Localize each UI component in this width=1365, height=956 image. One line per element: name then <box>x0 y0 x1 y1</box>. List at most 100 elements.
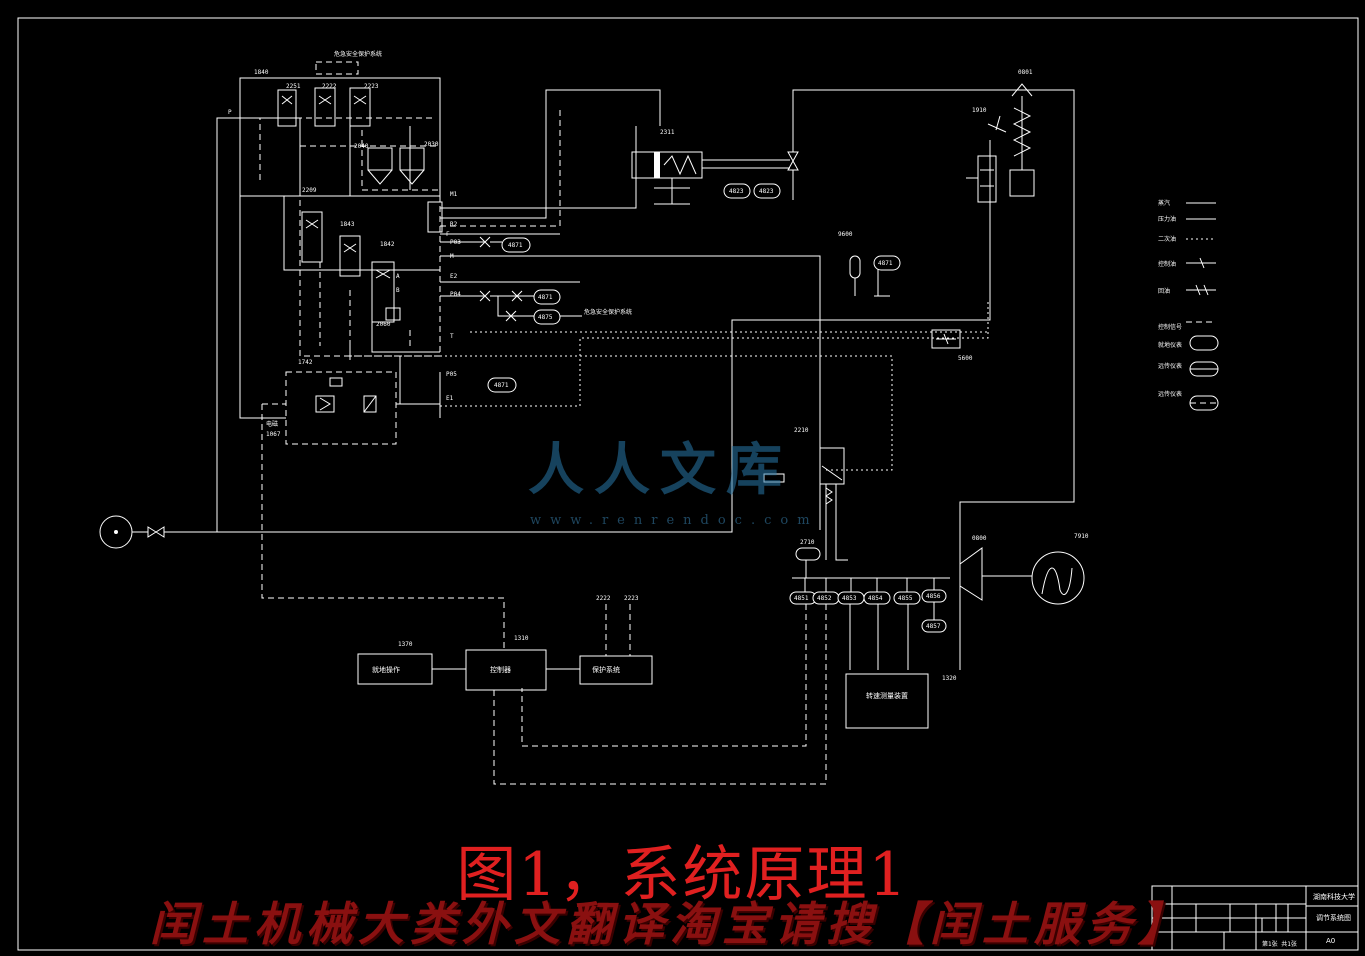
box-protect: 保护系统 <box>592 665 620 674</box>
legend-lines <box>1186 202 1219 411</box>
valve-block-1840 <box>239 61 441 197</box>
label-1843: 1843 <box>340 221 355 228</box>
valve-block-2209 <box>283 195 441 360</box>
port-P05: P05 <box>446 371 457 378</box>
box-speed: 转速测量装置 <box>866 691 908 700</box>
label-2710: 2710 <box>800 539 815 546</box>
legend-item: 控制油 <box>1158 260 1176 268</box>
port-B: B <box>396 287 400 294</box>
turbine-0800 <box>959 547 1032 601</box>
d1067-label: 1067 <box>266 431 281 438</box>
legend-item: 压力油 <box>1158 215 1176 223</box>
instrument-4852: 4852 <box>817 595 832 602</box>
instrument-4857: 4857 <box>926 623 941 630</box>
generator-7910 <box>1031 551 1085 605</box>
label-1840: 1840 <box>254 69 269 76</box>
instrument-pill: 4871 <box>501 237 531 253</box>
steam-source <box>99 515 133 549</box>
title-block <box>1151 885 1359 951</box>
label-2060: 2060 <box>376 321 391 328</box>
label-2210: 2210 <box>794 427 809 434</box>
legend-item: 控制信号 <box>1158 323 1182 331</box>
label-1842: 1842 <box>380 241 395 248</box>
instrument-4854: 4854 <box>868 595 883 602</box>
label-1742: 1742 <box>298 359 313 366</box>
instrument-4823b: 4823 <box>759 188 774 195</box>
servomotor-2311 <box>631 151 790 205</box>
port-F: F <box>446 231 450 238</box>
instrument-pill: 4871 <box>873 255 901 271</box>
instrument-pill: 4875 <box>533 309 561 325</box>
title-drawing-name: 调节系统图 <box>1316 913 1351 922</box>
supply-line <box>132 140 991 533</box>
label-1310: 1310 <box>514 635 529 642</box>
legend-item: 二次油 <box>1158 235 1176 243</box>
speed-sensor-pills: 4851 4852 4853 4854 4855 4856 4857 <box>789 589 947 633</box>
port-P04: P04 <box>450 291 461 298</box>
label-7910: 7910 <box>1074 533 1089 540</box>
port-R2: R2 <box>450 221 458 228</box>
top-note: 危急安全保护系统 <box>334 50 382 58</box>
port-P03: P03 <box>450 239 461 246</box>
port-P: P <box>228 109 232 116</box>
watermark-url: www.renrendoc.com <box>530 513 819 528</box>
label-2223: 2223 <box>364 83 379 90</box>
actuator-1742 <box>239 118 505 650</box>
label-2222-b: 2222 <box>596 595 611 602</box>
instrument-pill: 4823 <box>753 183 781 199</box>
instrument-p1d: 4871 <box>878 260 893 267</box>
instrument-pill: 4823 <box>723 183 751 199</box>
label-2222: 2222 <box>322 83 337 90</box>
box-controller: 控制器 <box>490 665 511 674</box>
governor-0801 <box>966 83 1035 203</box>
figure-caption: 图1，系统原理1 <box>456 840 909 910</box>
legend-item: 远传仪表 <box>1158 362 1182 370</box>
label-2251: 2251 <box>286 83 301 90</box>
instrument-4856: 4856 <box>926 593 941 600</box>
label-0801: 0801 <box>1018 69 1033 76</box>
label-5600: 5600 <box>958 355 973 362</box>
instrument-4823a: 4823 <box>729 188 744 195</box>
port-E1: E1 <box>446 395 454 402</box>
port-stack <box>427 89 821 530</box>
instrument-p1a: 4871 <box>508 242 523 249</box>
instrument-p1c: 4871 <box>494 382 509 389</box>
label-1910: 1910 <box>972 107 987 114</box>
legend-item: 远传仪表 <box>1158 390 1182 398</box>
instrument-4853: 4853 <box>842 595 857 602</box>
label-1370: 1370 <box>398 641 413 648</box>
label-0800: 0800 <box>972 535 987 542</box>
legend-item: 蒸汽 <box>1158 199 1170 207</box>
orifice-5600 <box>931 329 961 349</box>
port-E2: E2 <box>450 273 458 280</box>
legend-item: 回油 <box>1158 287 1170 295</box>
title-school: 湖南科技大学 <box>1313 892 1355 901</box>
port-T: T <box>450 333 454 340</box>
instrument-pill: 4871 <box>487 377 517 393</box>
instrument-4851: 4851 <box>794 595 809 602</box>
instrument-pill: 4871 <box>533 289 561 305</box>
label-2311: 2311 <box>660 129 675 136</box>
watermark-logo: 人人文库 <box>528 438 792 503</box>
title-size: A0 <box>1326 937 1335 945</box>
promo-banner: 闰土机械大类外文翻译淘宝请搜【闰土服务】 <box>150 897 1190 948</box>
port-M1: M1 <box>450 191 458 198</box>
drain-label: 电磁 <box>266 420 278 428</box>
label-9600: 9600 <box>838 231 853 238</box>
instrument-4855: 4855 <box>898 595 913 602</box>
port-M: M <box>450 253 454 260</box>
label-2040: 2040 <box>354 143 369 150</box>
trip-valve-2210 <box>763 447 848 561</box>
main-valve-icon <box>147 526 165 538</box>
instrument-p5: 4875 <box>538 314 553 321</box>
label-2209: 2209 <box>302 187 317 194</box>
steam-valve-icon <box>787 89 1075 670</box>
instrument-pill <box>795 547 821 561</box>
label-2030: 2030 <box>424 141 439 148</box>
port-A: A <box>396 273 400 280</box>
p04-note: 危急安全保护系统 <box>584 308 632 316</box>
label-1320: 1320 <box>942 675 957 682</box>
box-local-op: 就地操作 <box>372 665 400 674</box>
legend-item: 就地仪表 <box>1158 341 1182 349</box>
